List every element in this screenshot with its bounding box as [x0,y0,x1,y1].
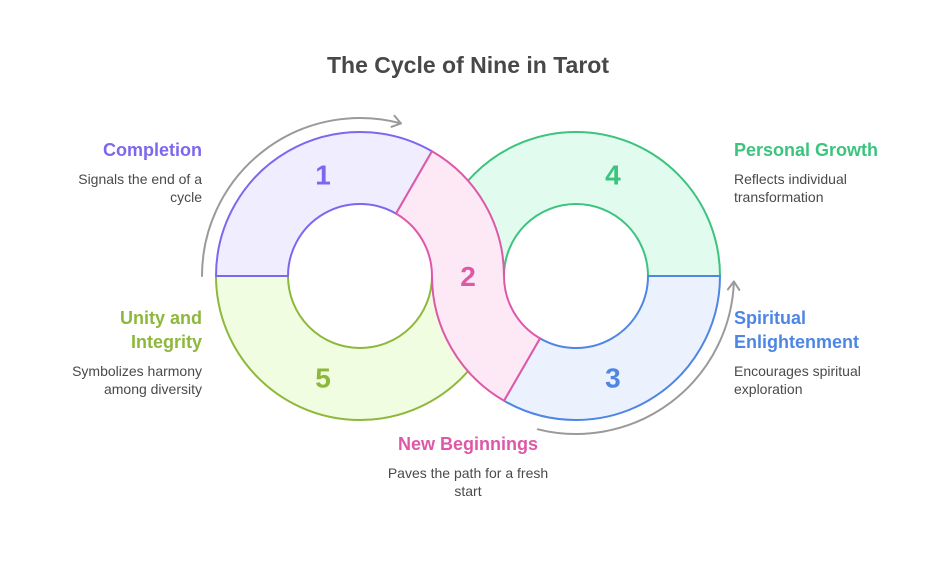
diagram-title: The Cycle of Nine in Tarot [327,52,609,78]
segment-4-personal-growth [431,131,721,277]
unity-heading-line: Unity and [119,308,202,328]
unity-heading: Unity and Integrity [72,306,202,354]
label-unity: Unity and Integrity Symbolizes harmony a… [72,306,202,398]
spiritual-heading: Spiritual Enlightenment [734,306,861,354]
completion-desc-line: Signals the end of a [78,171,202,187]
new-beginnings-heading: New Beginnings [397,434,538,454]
personal-growth-heading: Personal Growth [734,140,879,160]
personal-growth-desc-line: Reflects individual [734,171,847,187]
cycle-arrow-right [536,280,735,435]
segment-number-5: 5 [315,362,331,393]
unity-desc-line: Symbolizes harmony [72,363,202,379]
spiritual-heading-line: Spiritual [734,308,807,328]
personal-growth-desc-line: transformation [734,189,824,205]
new-beginnings-description: Paves the path for a fresh start [368,464,568,500]
unity-heading-line: Integrity [130,332,202,352]
segment-number-4: 4 [605,160,621,191]
new-beginnings-desc-line: Paves the path for a fresh [387,465,549,481]
cycle-arrow-left [201,116,402,277]
completion-heading: Completion [103,140,202,160]
unity-description: Symbolizes harmony among diversity [72,362,202,398]
segment-number-2: 2 [460,261,476,292]
segment-number-1: 1 [315,160,331,191]
spiritual-description: Encourages spiritual exploration [734,362,861,398]
spiritual-desc-line: exploration [734,381,803,397]
segment-1-completion [215,131,433,277]
segment-2-new-beginnings [395,150,541,402]
spiritual-desc-line: Encourages spiritual [734,363,861,379]
spiritual-heading-line: Enlightenment [734,332,859,352]
arrowhead-icon [726,280,741,291]
personal-growth-description: Reflects individual transformation [734,170,878,206]
new-beginnings-desc-line: start [454,483,482,499]
completion-description: Signals the end of a cycle [78,170,202,206]
segment-3-spiritual [503,275,721,421]
label-new-beginnings: New Beginnings Paves the path for a fres… [368,432,568,500]
label-personal-growth: Personal Growth Reflects individual tran… [734,138,878,206]
segment-number-3: 3 [605,362,621,393]
label-spiritual: Spiritual Enlightenment Encourages spiri… [734,306,861,398]
cycle-arrow-left-head-icon [390,114,402,128]
completion-desc-line: cycle [170,189,202,205]
unity-desc-line: among diversity [103,381,202,397]
label-completion: Completion Signals the end of a cycle [78,138,202,206]
